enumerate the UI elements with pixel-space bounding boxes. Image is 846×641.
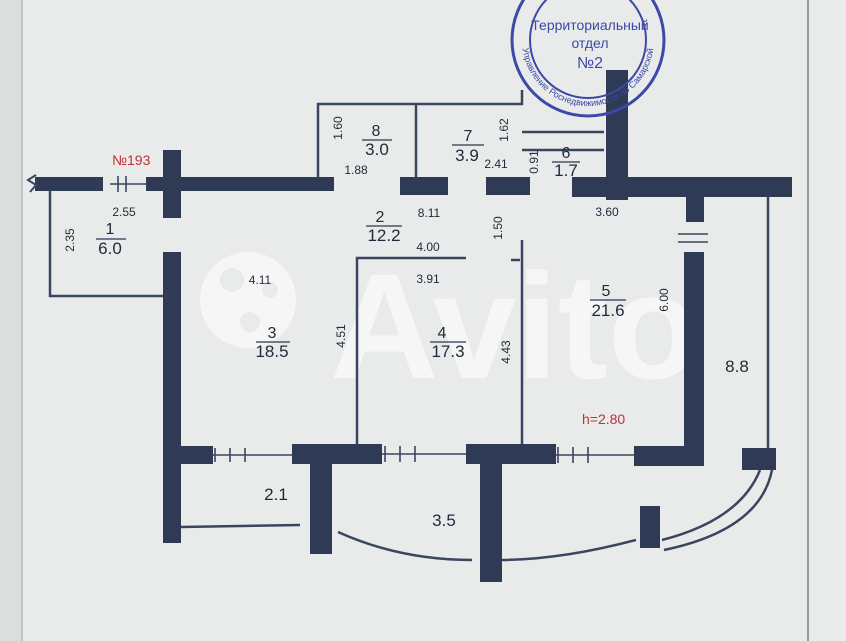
room-3-area: 18.5 [255,342,288,361]
plan-number: №193 [112,152,151,168]
room-labels: 1 6.0 2 12.2 3 18.5 4 17.3 5 21.6 6 1.7 … [98,123,624,361]
walls [35,70,792,582]
room-4-area: 17.3 [431,342,464,361]
room-7-area: 3.9 [455,146,479,165]
dim-3-60: 3.60 [595,205,619,219]
room-5-number: 5 [602,283,611,300]
dimension-labels: 2.55 2.35 1.60 1.88 8.11 1.62 0.91 2.41 … [63,116,671,364]
room-8-area: 3.0 [365,140,389,159]
dim-1-50: 1.50 [491,216,505,240]
dim-4-11: 4.11 [249,273,272,287]
dim-2-35: 2.35 [63,228,77,252]
ceiling-height: h=2.80 [582,411,625,427]
balcony-labels: 2.1 3.5 8.8 [264,357,749,530]
room-8-number: 8 [372,123,381,140]
balcony-area-1: 2.1 [264,485,288,504]
watermark: Avito [200,242,699,410]
stamp-line-1: Территориальный [531,17,648,33]
page-shadow [0,0,22,641]
dim-4-43: 4.43 [499,340,513,364]
room-2-area: 12.2 [367,226,400,245]
thin-outlines [38,90,774,562]
dim-0-91: 0.91 [527,150,541,174]
stamp-line-2: отдел [571,35,608,51]
dim-6-00: 6.00 [657,288,671,312]
dim-4-00: 4.00 [416,240,440,254]
dim-2-55: 2.55 [112,205,136,219]
room-7-number: 7 [464,128,473,145]
stamp-line-3: №2 [577,55,603,72]
dim-2-41: 2.41 [484,157,508,171]
dim-8-11: 8.11 [418,206,441,220]
balcony-area-3: 8.8 [725,357,749,376]
room-2-number: 2 [376,209,385,226]
area-underlines [96,139,626,343]
dim-1-62: 1.62 [497,118,511,142]
room-4-number: 4 [438,325,447,342]
room-1-area: 6.0 [98,239,122,258]
dim-1-88: 1.88 [344,163,368,177]
room-6-area: 1.7 [554,161,578,180]
room-5-area: 21.6 [591,301,624,320]
windows [26,174,708,463]
room-6-number: 6 [562,145,571,162]
dim-4-51: 4.51 [334,324,348,348]
room-3-number: 3 [268,325,277,342]
watermark-text: Avito [330,242,699,410]
dim-1-60: 1.60 [331,116,345,140]
dim-3-91: 3.91 [416,272,440,286]
balcony-area-2: 3.5 [432,511,456,530]
room-1-number: 1 [106,221,115,238]
